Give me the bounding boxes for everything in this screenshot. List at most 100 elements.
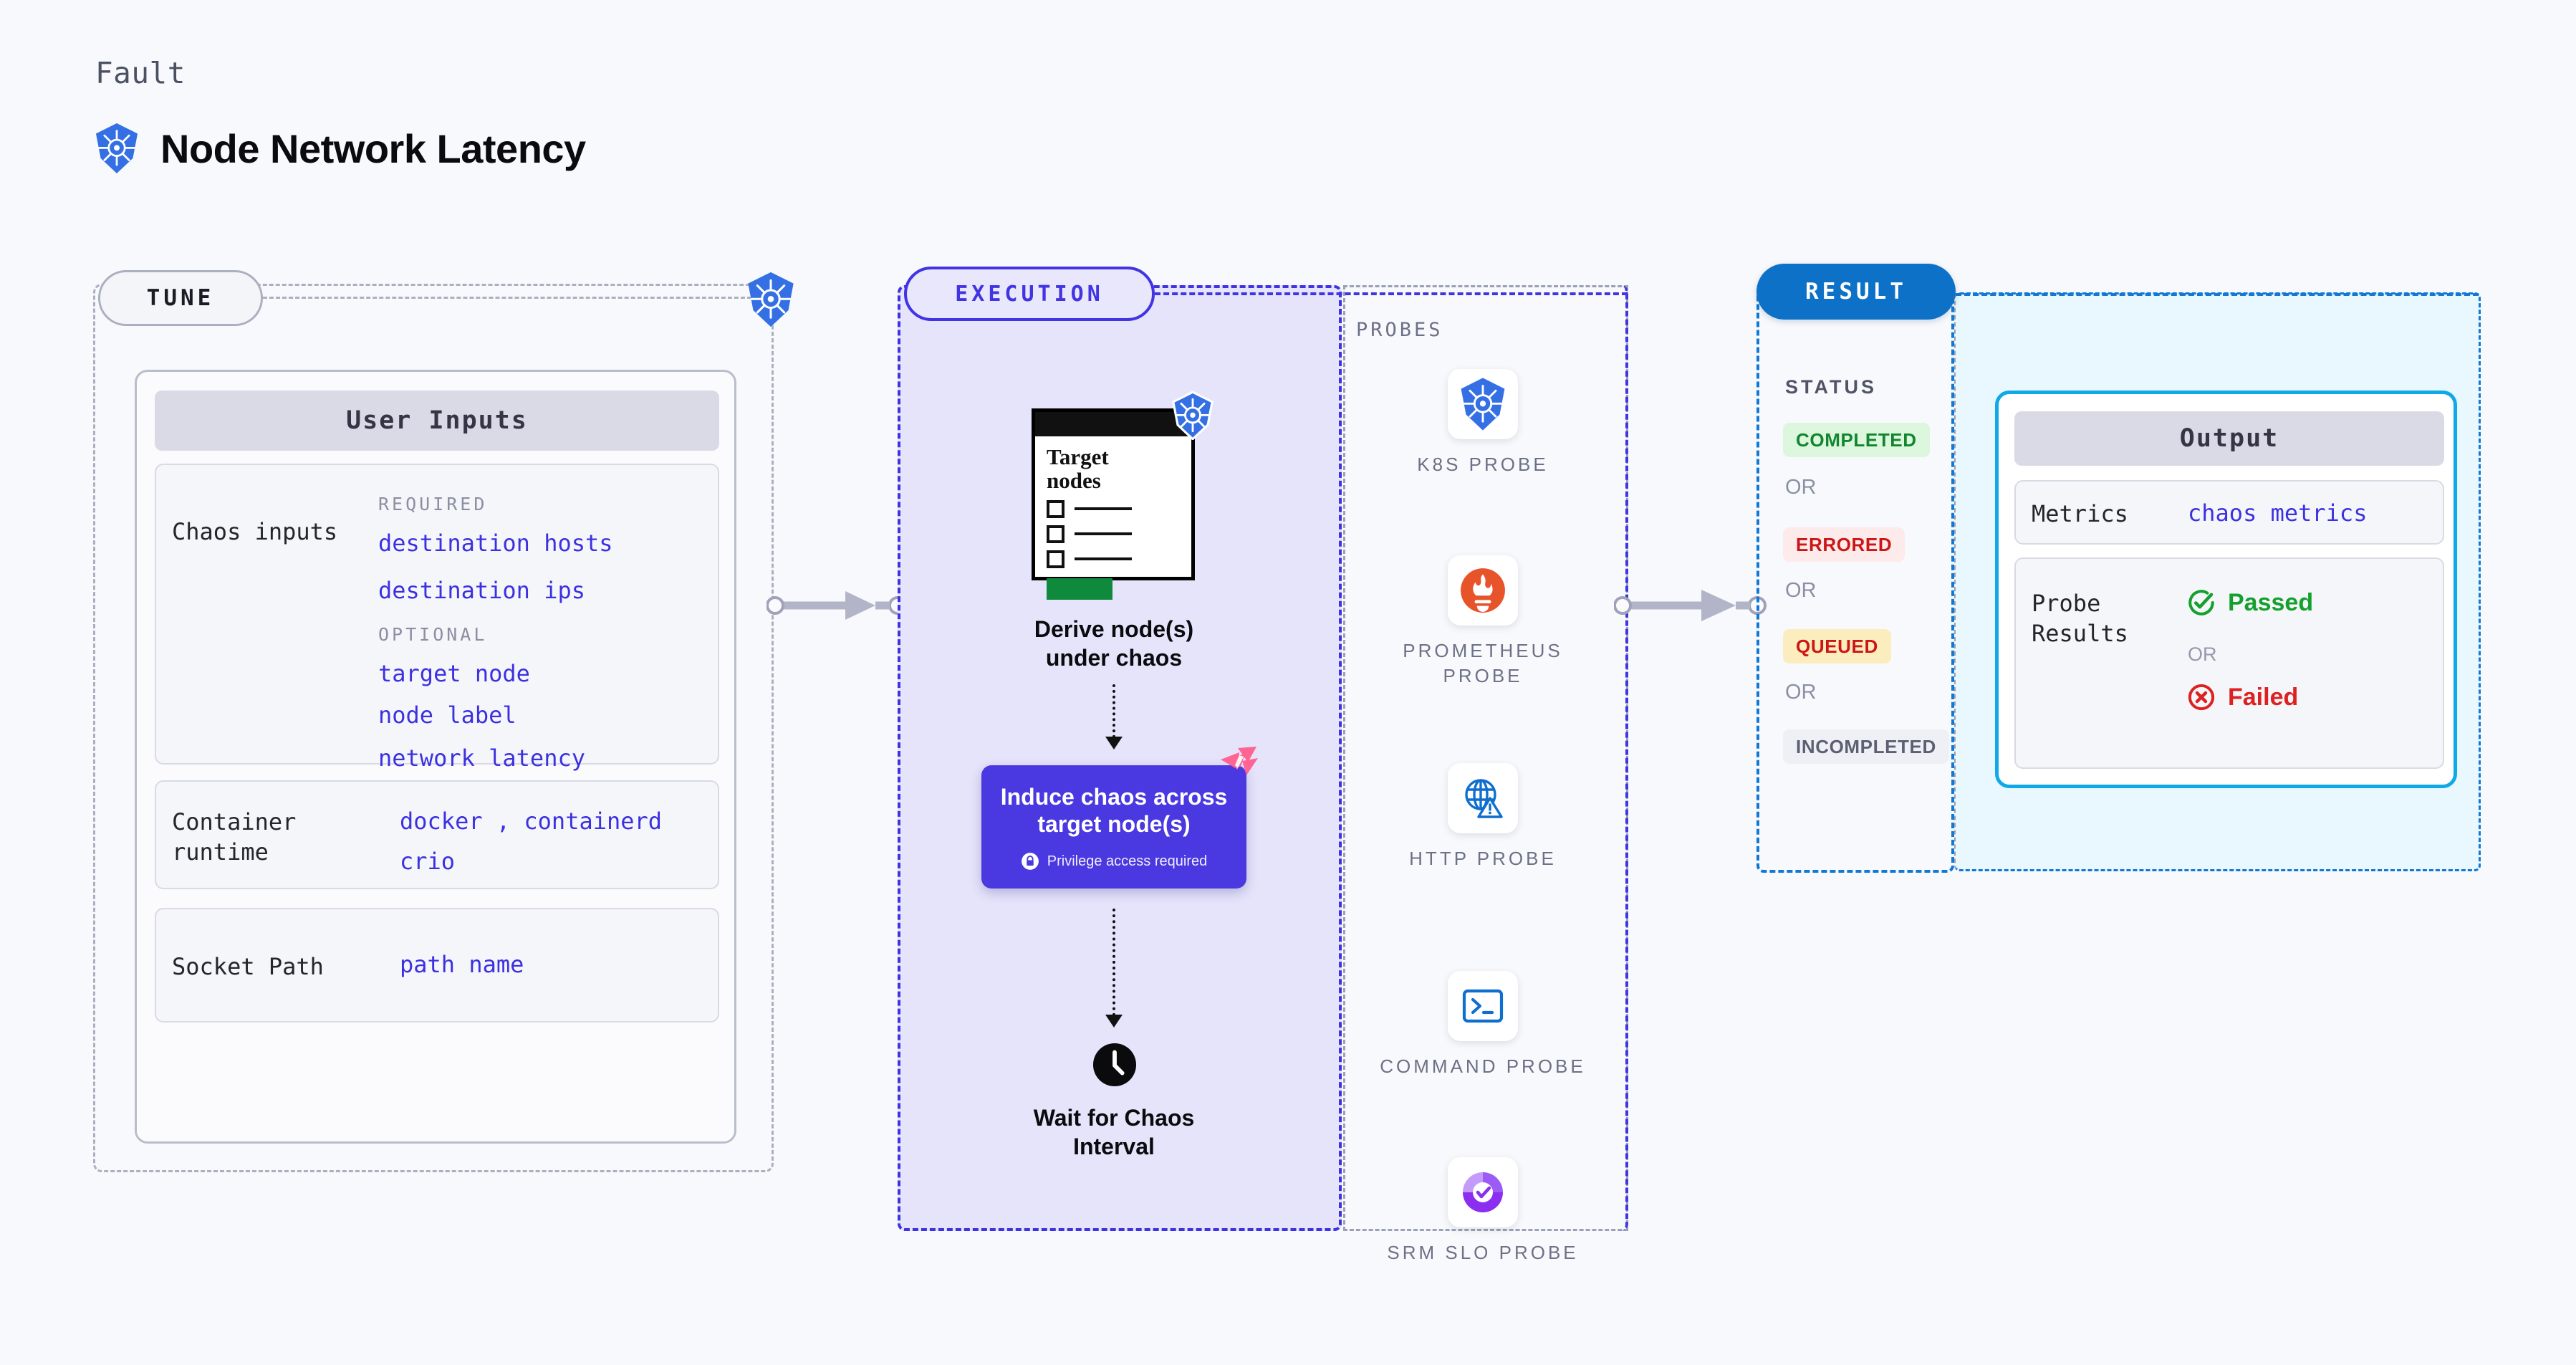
checklist-item bbox=[1035, 550, 1191, 568]
arrow-head-icon bbox=[1105, 1015, 1123, 1028]
srm-slo-icon bbox=[1463, 1172, 1503, 1212]
x-circle-icon bbox=[2188, 684, 2215, 711]
or-separator: OR bbox=[2188, 643, 2217, 665]
arrow-head-icon bbox=[1105, 737, 1123, 749]
checklist-item bbox=[1035, 499, 1191, 518]
flow-arrow-2 bbox=[1112, 909, 1115, 1016]
probe-label: SRM SLO PROBE bbox=[1387, 1242, 1579, 1263]
required-heading: REQUIRED bbox=[378, 494, 488, 514]
derive-nodes-caption: Derive node(s) under chaos bbox=[1034, 616, 1194, 671]
checkbox-icon bbox=[1047, 499, 1064, 518]
kubernetes-icon bbox=[1172, 391, 1213, 440]
container-runtime-row: Container runtime docker , containerd cr… bbox=[155, 780, 719, 889]
induce-chaos-title: Induce chaos across target node(s) bbox=[1000, 783, 1228, 837]
privilege-note: Privilege access required bbox=[1021, 852, 1207, 871]
target-nodes-title-line1: Target bbox=[1047, 444, 1109, 469]
checkbox-icon bbox=[1047, 550, 1064, 568]
kubernetes-icon bbox=[748, 272, 794, 327]
status-badge-errored: ERRORED bbox=[1783, 527, 1905, 562]
failed-label: Failed bbox=[2228, 683, 2299, 711]
induce-chaos-box[interactable]: Induce chaos across target node(s) Privi… bbox=[981, 747, 1258, 889]
socket-path-value[interactable]: path name bbox=[400, 951, 524, 978]
progress-bar bbox=[1047, 578, 1112, 600]
probes-section-label: PROBES bbox=[1356, 319, 1443, 341]
connector-tune-to-execution bbox=[766, 591, 907, 620]
probe-icon-wrapper bbox=[1448, 763, 1518, 833]
page-title: Node Network Latency bbox=[160, 125, 586, 171]
metrics-value[interactable]: chaos metrics bbox=[2188, 499, 2368, 527]
prometheus-icon bbox=[1461, 568, 1505, 613]
probe-item-http[interactable]: HTTP PROBE bbox=[1375, 763, 1590, 871]
probe-item-k8s[interactable]: K8S PROBE bbox=[1375, 369, 1590, 477]
or-separator: OR bbox=[1785, 476, 1817, 499]
input-destination-hosts[interactable]: destination hosts bbox=[378, 530, 613, 557]
probe-label: HTTP PROBE bbox=[1409, 848, 1557, 869]
flow-arrow-1 bbox=[1112, 684, 1115, 738]
probe-icon-wrapper bbox=[1448, 369, 1518, 439]
container-runtime-values-2[interactable]: crio bbox=[400, 848, 456, 875]
list-line bbox=[1075, 557, 1132, 561]
http-globe-warning-icon bbox=[1465, 779, 1503, 818]
lock-icon bbox=[1021, 853, 1039, 871]
status-badge-queued: QUEUED bbox=[1783, 629, 1891, 664]
probe-item-command[interactable]: COMMAND PROBE bbox=[1375, 971, 1590, 1079]
user-inputs-title: User Inputs bbox=[155, 391, 719, 451]
execution-pill[interactable]: EXECUTION bbox=[904, 267, 1155, 321]
status-badge-completed: COMPLETED bbox=[1783, 423, 1930, 457]
probe-item-prometheus[interactable]: PROMETHEUS PROBE bbox=[1375, 555, 1590, 689]
checklist-item bbox=[1035, 525, 1191, 543]
probe-icon-wrapper bbox=[1448, 1157, 1518, 1227]
result-connector-dash bbox=[1956, 293, 2479, 296]
harness-logo-icon bbox=[1221, 747, 1258, 775]
probe-results-row: Probe Results Passed OR Failed bbox=[2014, 557, 2444, 769]
status-badge-incompleted: INCOMPLETED bbox=[1783, 729, 1949, 764]
status-label: STATUS bbox=[1785, 376, 1877, 398]
container-runtime-label: Container runtime bbox=[172, 808, 297, 866]
probe-results-label: Probe Results bbox=[2032, 590, 2128, 647]
probe-label: K8S PROBE bbox=[1417, 454, 1549, 475]
terminal-icon bbox=[1462, 989, 1504, 1023]
probe-icon-wrapper bbox=[1448, 555, 1518, 626]
input-network-latency[interactable]: network latency bbox=[378, 744, 585, 772]
card-titlebar bbox=[1035, 412, 1191, 436]
output-card: Output Metrics chaos metrics Probe Resul… bbox=[1995, 391, 2457, 788]
input-target-node[interactable]: target node bbox=[378, 660, 530, 687]
privilege-note-text: Privilege access required bbox=[1047, 853, 1208, 869]
wait-interval-caption: Wait for Chaos Interval bbox=[1033, 1105, 1195, 1159]
target-nodes-card: Target nodes bbox=[1032, 391, 1213, 600]
tune-pill[interactable]: TUNE bbox=[98, 270, 263, 326]
target-nodes-title-line2: nodes bbox=[1047, 468, 1101, 494]
list-line bbox=[1075, 532, 1132, 536]
check-circle-icon bbox=[2188, 590, 2214, 616]
probes-region-right-border bbox=[1342, 285, 1628, 1231]
result-pill[interactable]: RESULT bbox=[1756, 264, 1956, 320]
output-card-title: Output bbox=[2014, 411, 2444, 466]
input-node-label[interactable]: node label bbox=[378, 701, 516, 729]
kubernetes-icon bbox=[1461, 378, 1505, 431]
input-destination-ips[interactable]: destination ips bbox=[378, 577, 585, 604]
container-runtime-values-1[interactable]: docker , containerd bbox=[400, 808, 663, 835]
probe-icon-wrapper bbox=[1448, 971, 1518, 1041]
probe-result-failed: Failed bbox=[2186, 682, 2298, 712]
user-inputs-card: User Inputs Chaos inputs REQUIRED destin… bbox=[135, 370, 736, 1144]
clock-icon bbox=[1092, 1043, 1137, 1087]
probe-item-srm-slo[interactable]: SRM SLO PROBE bbox=[1375, 1157, 1590, 1265]
connector-probes-to-result bbox=[1614, 590, 1767, 621]
chaos-inputs-label: Chaos inputs bbox=[172, 518, 338, 545]
target-nodes-title: Target nodes bbox=[1035, 436, 1191, 493]
probe-label: PROMETHEUS PROBE bbox=[1403, 640, 1563, 687]
kubernetes-icon bbox=[95, 123, 138, 173]
probe-label: COMMAND PROBE bbox=[1380, 1055, 1586, 1077]
socket-path-label: Socket Path bbox=[172, 953, 324, 980]
metrics-row: Metrics chaos metrics bbox=[2014, 480, 2444, 545]
tune-connector-dash bbox=[263, 297, 764, 299]
passed-label: Passed bbox=[2228, 588, 2314, 616]
or-separator: OR bbox=[1785, 579, 1817, 602]
tune-region bbox=[93, 284, 774, 1172]
probes-region bbox=[1343, 285, 1628, 1231]
metrics-label: Metrics bbox=[2032, 500, 2128, 527]
or-separator: OR bbox=[1785, 681, 1817, 704]
chaos-inputs-row: Chaos inputs REQUIRED destination hosts … bbox=[155, 464, 719, 815]
fault-eyebrow: Fault bbox=[95, 56, 186, 90]
